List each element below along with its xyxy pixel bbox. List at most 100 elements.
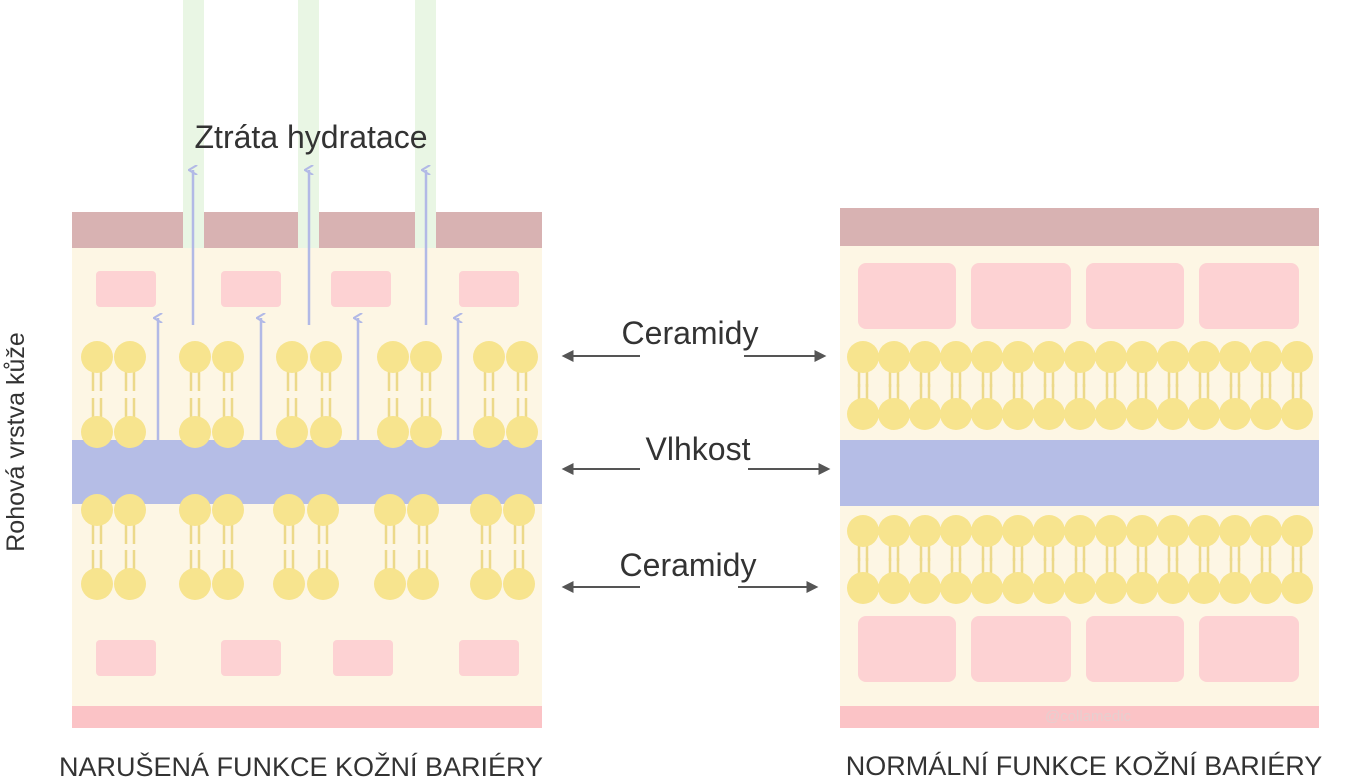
lipid-head: [940, 572, 972, 604]
lipid-head: [1095, 515, 1127, 547]
lipid-head: [1219, 398, 1251, 430]
lipid-head: [307, 568, 339, 600]
lipid-head: [81, 494, 113, 526]
lipid-head: [909, 572, 941, 604]
lipid-head: [81, 416, 113, 448]
lipid-head: [940, 398, 972, 430]
normal-barrier-panel: @collamedic: [840, 208, 1319, 728]
lipid-head: [114, 341, 146, 373]
lipid-head: [1002, 515, 1034, 547]
lipid-head: [1157, 515, 1189, 547]
lipid-head: [940, 515, 972, 547]
lipid-head: [179, 341, 211, 373]
lipid-head: [1250, 572, 1282, 604]
lipid-head: [847, 572, 879, 604]
lipid-head: [114, 416, 146, 448]
lipid-head: [971, 341, 1003, 373]
corneocyte: [96, 640, 156, 676]
connector-arrows: [561, 350, 831, 593]
lipid-head: [909, 398, 941, 430]
corneocyte: [1086, 616, 1184, 682]
corneocyte: [333, 640, 393, 676]
lipid-head: [506, 416, 538, 448]
lipid-head: [1126, 398, 1158, 430]
corneocytes-left: [96, 271, 519, 676]
lipid-head: [878, 341, 910, 373]
lipid-head: [971, 398, 1003, 430]
lipid-head: [1033, 341, 1065, 373]
bottom-layer-left: [72, 706, 542, 728]
corneocyte: [331, 271, 391, 307]
lipid-head: [1033, 572, 1065, 604]
water-loss-arrows: [193, 170, 426, 325]
corneocyte: [858, 263, 956, 329]
lipid-head: [1002, 572, 1034, 604]
lipid-head: [212, 416, 244, 448]
lipid-head: [1095, 572, 1127, 604]
lipid-head: [470, 568, 502, 600]
lipid-head: [407, 568, 439, 600]
ceramides-bottom-label: Ceramidy: [620, 547, 757, 583]
corneocyte: [459, 640, 519, 676]
lipid-head: [971, 515, 1003, 547]
lipid-head: [1281, 515, 1313, 547]
lipid-head: [1033, 398, 1065, 430]
loss-column: [298, 0, 319, 248]
corneocyte: [221, 271, 281, 307]
lipid-head: [114, 494, 146, 526]
lipid-head: [407, 494, 439, 526]
lipid-head: [81, 341, 113, 373]
lipid-head: [374, 568, 406, 600]
watermark: @collamedic: [1045, 708, 1132, 725]
lipid-head: [1250, 341, 1282, 373]
evaporation-arrows: [158, 318, 458, 440]
lipid-head: [1157, 341, 1189, 373]
moisture-band-left: [72, 440, 542, 504]
lipid-head: [212, 341, 244, 373]
lipid-head: [377, 416, 409, 448]
corneocyte: [858, 616, 956, 682]
lipid-head: [503, 568, 535, 600]
lipid-head: [1250, 515, 1282, 547]
lipid-head: [1002, 398, 1034, 430]
caption-impaired: NARUŠENÁ FUNKCE KOŽNÍ BARIÉRY: [59, 751, 543, 779]
lipid-head: [1033, 515, 1065, 547]
lipid-head: [1126, 572, 1158, 604]
loss-column: [183, 0, 204, 248]
lipid-head: [1188, 398, 1220, 430]
lipid-head: [212, 568, 244, 600]
corneocytes-right: [858, 263, 1299, 682]
lipid-head: [1064, 341, 1096, 373]
lipid-head: [878, 572, 910, 604]
impaired-barrier-panel: [72, 0, 542, 728]
lipid-head: [506, 341, 538, 373]
lipid-head: [310, 416, 342, 448]
lipid-head: [847, 341, 879, 373]
lipid-head: [1095, 398, 1127, 430]
vertical-axis-label: Rohová vrstva kůže: [2, 332, 30, 552]
lipid-head: [1188, 572, 1220, 604]
lipid-bilayers-right: [847, 341, 1313, 604]
lipid-head: [179, 494, 211, 526]
lipid-head: [1002, 341, 1034, 373]
corneocyte: [1199, 263, 1299, 329]
lipid-head: [1188, 341, 1220, 373]
lipid-head: [1219, 341, 1251, 373]
lipid-clusters-left: [81, 341, 538, 600]
corneocyte: [971, 263, 1071, 329]
lipid-head: [909, 341, 941, 373]
lipid-head: [1064, 572, 1096, 604]
corneocyte: [221, 640, 281, 676]
bottom-layer-right: [840, 706, 1319, 728]
lipid-head: [1219, 515, 1251, 547]
lipid-head: [503, 494, 535, 526]
lipid-head: [971, 572, 1003, 604]
lipid-head: [847, 515, 879, 547]
loss-column: [415, 0, 436, 248]
lipid-head: [1250, 398, 1282, 430]
ceramides-top-label: Ceramidy: [622, 315, 759, 351]
moisture-label: Vlhkost: [646, 431, 751, 467]
lipid-head: [1064, 515, 1096, 547]
lipid-head: [273, 568, 305, 600]
lipid-head: [114, 568, 146, 600]
